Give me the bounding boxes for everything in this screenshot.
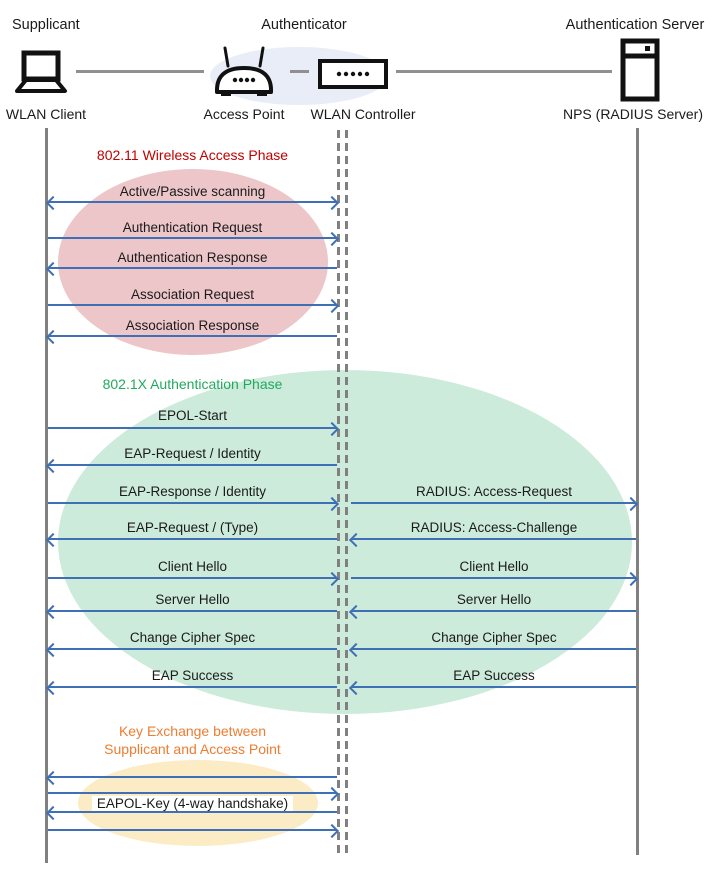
message-label-association-request: Association Request	[130, 287, 255, 302]
connector-client-to-ap	[76, 70, 204, 73]
device-label-nps-radius-server: NPS (RADIUS Server)	[562, 106, 704, 122]
phase-title-key-exchange: Key Exchange between Supplicant and Acce…	[48, 722, 337, 758]
phase-title-key-exchange-line2: Supplicant and Access Point	[104, 741, 281, 757]
message-label-association-response: Association Response	[125, 318, 260, 333]
connector-controller-to-server	[396, 70, 612, 73]
access-point-icon	[211, 44, 277, 105]
arrow-authentication-request	[48, 237, 337, 239]
arrow-server-hello-left	[48, 610, 337, 612]
arrow-eap-request-identity	[48, 464, 337, 466]
arrow-eapol-key-3	[48, 811, 337, 813]
arrow-client-hello-right	[351, 577, 636, 579]
message-label-client-hello-right: Client Hello	[459, 559, 529, 574]
arrow-eap-success-right	[351, 686, 636, 688]
arrow-change-cipher-spec-left	[48, 648, 337, 650]
arrow-eapol-key-1	[48, 776, 337, 778]
message-label-change-cipher-spec-right: Change Cipher Spec	[431, 630, 557, 645]
arrow-scanning	[48, 201, 337, 203]
message-label-server-hello-left: Server Hello	[155, 592, 230, 607]
role-label-supplicant: Supplicant	[12, 17, 80, 33]
arrow-eapol-key-2	[48, 792, 337, 794]
arrow-client-hello-left	[48, 577, 337, 579]
phase-title-authentication: 802.1X Authentication Phase	[102, 376, 283, 392]
lifeline-wlan-client	[45, 128, 48, 863]
arrow-epol-start	[48, 427, 337, 429]
message-label-radius-access-request: RADIUS: Access-Request	[415, 484, 573, 499]
connector-ap-to-controller	[290, 70, 309, 73]
message-label-authentication-request: Authentication Request	[122, 220, 263, 235]
message-label-epol-start: EPOL-Start	[157, 408, 228, 423]
arrow-eapol-key-4	[48, 829, 337, 831]
arrow-radius-access-challenge	[351, 538, 636, 540]
message-label-eapol-key: EAPOL-Key (4-way handshake)	[48, 795, 337, 812]
message-label-eap-success-right: EAP Success	[453, 668, 535, 683]
device-label-wlan-controller: WLAN Controller	[310, 106, 416, 122]
arrow-server-hello-right	[351, 610, 636, 612]
message-label-eap-request-identity: EAP-Request / Identity	[124, 446, 261, 461]
message-label-eap-request-type: EAP-Request / (Type)	[126, 520, 259, 535]
message-label-client-hello-left: Client Hello	[157, 559, 228, 574]
arrow-eap-request-type	[48, 538, 337, 540]
message-label-server-hello-right: Server Hello	[456, 592, 532, 607]
phase-title-key-exchange-line1: Key Exchange between	[118, 723, 267, 739]
lifeline-wlan-controller-dashed-2	[345, 130, 348, 857]
arrow-association-response	[48, 335, 337, 337]
role-label-authenticator: Authenticator	[261, 17, 347, 33]
server-icon	[620, 38, 660, 107]
message-label-authentication-response: Authentication Response	[117, 250, 268, 265]
arrow-change-cipher-spec-right	[351, 648, 636, 650]
message-label-scanning: Active/Passive scanning	[119, 184, 266, 199]
lifeline-wlan-controller-dashed-1	[337, 130, 340, 857]
wireless-access-phase-ellipse	[58, 169, 328, 355]
message-label-eap-response-identity: EAP-Response / Identity	[118, 484, 267, 499]
role-label-authentication-server: Authentication Server	[565, 17, 705, 33]
arrow-eap-response-identity	[48, 502, 337, 504]
message-label-radius-access-challenge: RADIUS: Access-Challenge	[410, 520, 578, 535]
phase-title-wireless-access: 802.11 Wireless Access Phase	[96, 147, 289, 163]
lifeline-radius-server	[636, 128, 639, 855]
device-label-access-point: Access Point	[203, 106, 285, 122]
device-label-wlan-client: WLAN Client	[5, 106, 87, 122]
message-label-eapol-key-text: EAPOL-Key (4-way handshake)	[91, 796, 294, 811]
message-label-eap-success-left: EAP Success	[151, 668, 234, 683]
laptop-icon	[12, 50, 70, 103]
message-label-change-cipher-spec-left: Change Cipher Spec	[129, 630, 256, 645]
arrow-authentication-response	[48, 267, 337, 269]
wlan-controller-icon	[318, 59, 388, 94]
arrow-association-request	[48, 304, 337, 306]
arrow-radius-access-request	[351, 502, 636, 504]
arrow-eap-success-left	[48, 686, 337, 688]
